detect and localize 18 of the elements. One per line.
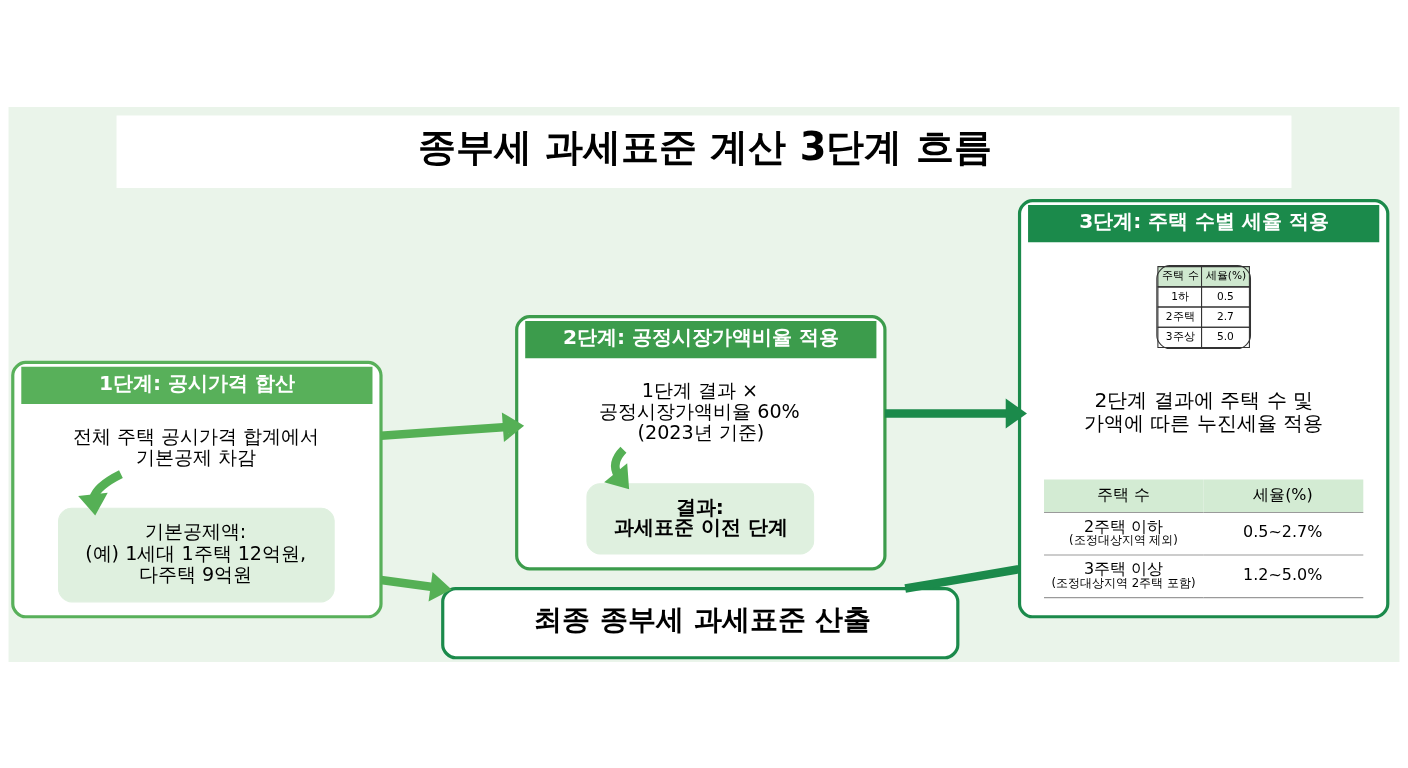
label: 3주택 이상 [1083,558,1164,578]
label: 세율(%) [1253,484,1313,504]
label: 2주택 [1165,309,1195,323]
node-text: 1단계 결과 × 공정시장가액비율 60% (2023년 기준) [599,378,800,444]
label: 0.5~2.7% [1243,521,1323,541]
label: 1하 [1171,289,1189,303]
label: 0.5 [1216,289,1234,303]
label: 주택 수 [1162,268,1199,282]
label: 2단계 결과에 주택 수 및 가액에 따른 누진세율 적용 [1083,387,1324,435]
node-text: 전체 주택 공시가격 합계에서 기본공제 차감 [72,424,320,469]
label: (조정대상지역 2주택 포함) [1051,575,1196,590]
diagram-title: 종부세 과세표준 계산 3단계 흐름 [417,123,992,169]
label: 세율(%) [1205,268,1247,282]
label: 5.0 [1216,329,1234,343]
label: 1.2~5.0% [1243,564,1323,584]
label: 2.7 [1216,309,1234,323]
label: 3주상 [1165,329,1195,343]
label: 주택 수 [1097,484,1151,504]
